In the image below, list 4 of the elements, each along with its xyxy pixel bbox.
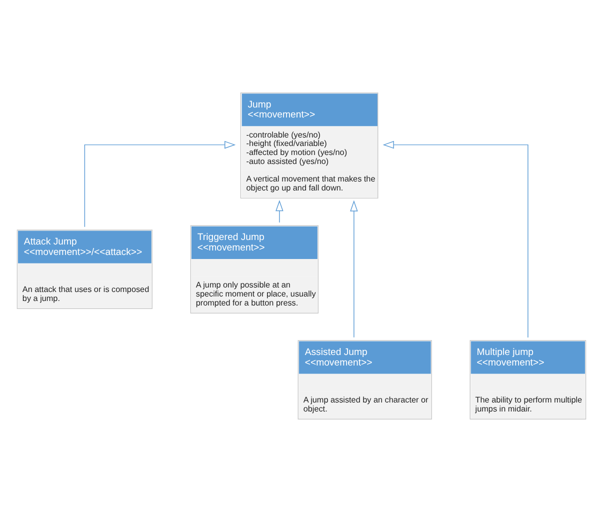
arrow (276, 200, 284, 222)
arrow (382, 140, 528, 338)
arrow (84, 140, 236, 227)
arrow (350, 200, 358, 338)
